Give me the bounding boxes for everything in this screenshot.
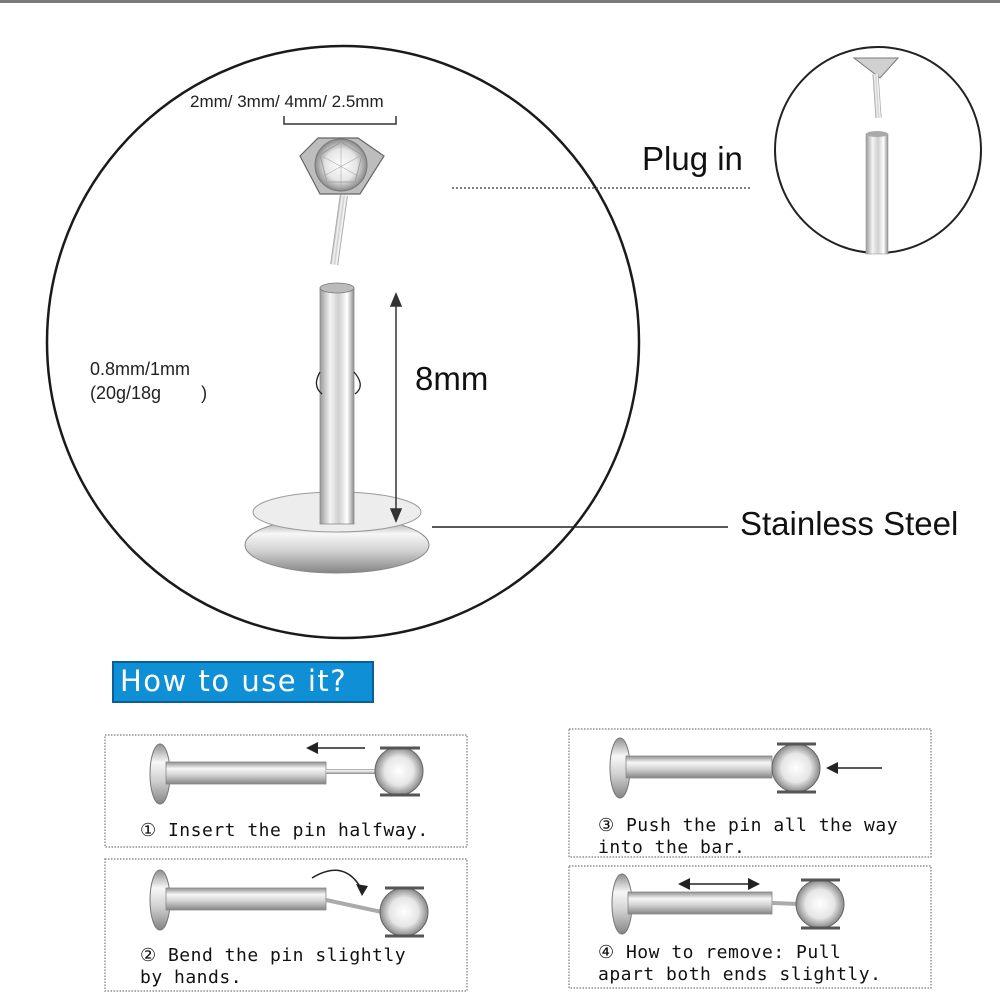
length-label: 8mm [415, 360, 489, 397]
gauge-marker-arc [315, 371, 361, 395]
step-2-image [149, 869, 429, 938]
gauge-label: 0.8mm/1mm (20g/18g ) [90, 359, 208, 403]
length-dimension-arrow [389, 292, 403, 523]
step-1-image [149, 742, 424, 805]
step-4-image [611, 873, 845, 935]
gem-size-label: 2mm/ 3mm/ 4mm/ 2.5mm [190, 92, 384, 111]
step-2-frame [104, 858, 468, 992]
step-3-frame [568, 728, 932, 858]
main-detail-circle [45, 44, 641, 640]
step-4-text: ④ How to remove: Pull apart both ends sl… [598, 942, 882, 985]
gem-top-part [299, 137, 385, 266]
labret-bar [244, 282, 430, 574]
how-to-title: How to use it? [120, 664, 348, 698]
step-1-text: ① Insert the pin halfway. [140, 820, 429, 841]
step-1-frame [104, 734, 468, 848]
step-3-text: ③ Push the pin all the way into the bar. [598, 815, 899, 858]
step-3-image [609, 737, 882, 799]
step-2-text: ② Bend the pin slightly by hands. [140, 945, 407, 988]
step-4-frame [568, 865, 932, 989]
material-label: Stainless Steel [740, 505, 959, 542]
how-to-badge [112, 661, 374, 703]
plug-in-label: Plug in [642, 140, 743, 177]
gem-size-bracket [283, 116, 397, 125]
plug-in-detail-image [852, 57, 900, 255]
top-border-line [0, 0, 1000, 3]
